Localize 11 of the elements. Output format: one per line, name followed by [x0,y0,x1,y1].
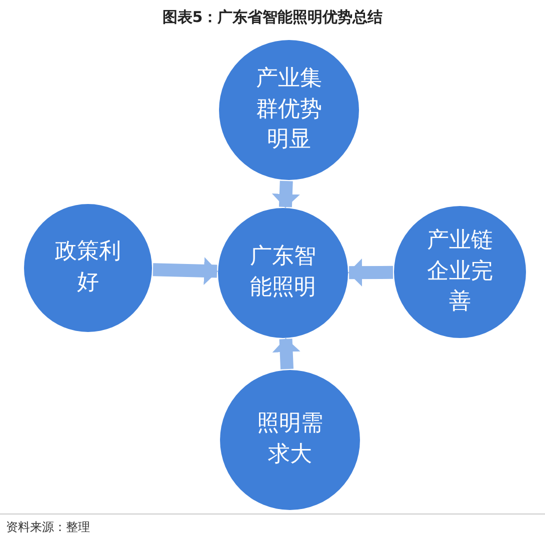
block-arrow [272,180,300,208]
circle-node: 产业链企业完善 [394,206,526,338]
circle-node: 产业集群优势明显 [219,40,359,180]
circle-node: 广东智能照明 [218,208,348,338]
block-arrow [348,258,394,287]
circle-node: 政策利好 [24,204,152,332]
block-arrow [272,338,300,370]
title: 图表5：广东省智能照明优势总结 [161,8,384,27]
circle-node: 照明需求大 [220,370,360,510]
block-arrow [152,256,218,285]
source-note: 资料来源：整理 [6,519,90,536]
